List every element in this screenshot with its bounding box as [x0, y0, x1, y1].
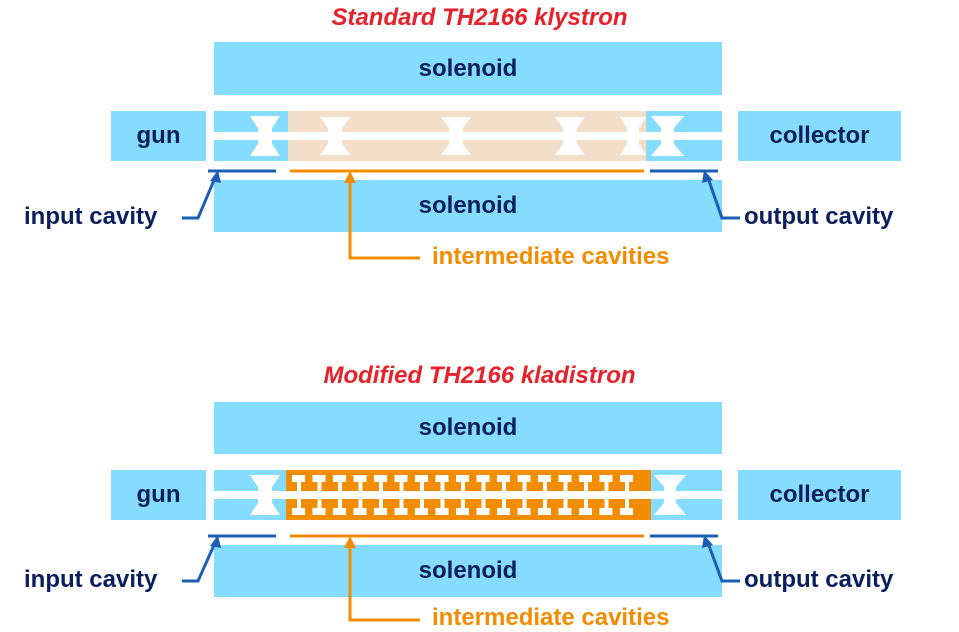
input-cavity-leader	[182, 177, 217, 220]
kladistron-cavity-lower	[435, 499, 449, 515]
kladistron-cavity-lower	[620, 499, 633, 515]
kladistron-cavity-upper	[374, 475, 387, 491]
kladistron-cavity-lower	[497, 499, 510, 515]
collector-box: collector	[738, 470, 901, 520]
solenoid-label: solenoid	[418, 192, 518, 219]
intermediate-cavity-array	[292, 475, 633, 515]
output-cavity-leader	[706, 177, 740, 220]
panel-title: Modified TH2166 kladistron	[323, 362, 636, 389]
intermediate-cavity-shape	[555, 117, 585, 155]
intermediate-cavities-arrowhead	[344, 171, 356, 183]
intermediate-cavities-label: intermediate cavities	[432, 604, 670, 631]
gun-label: gun	[136, 481, 181, 508]
kladistron-cavity-upper	[456, 475, 469, 491]
kladistron-cavity-upper	[497, 475, 510, 491]
kladistron-cavity-lower	[292, 499, 305, 515]
output-cavity-shape	[651, 116, 684, 156]
kladistron-cavity-lower	[456, 499, 469, 515]
kladistron-cavity-upper	[415, 475, 428, 491]
kladistron-cavity-lower	[476, 499, 490, 515]
gun-box: gun	[111, 470, 206, 520]
beam-tunnel	[214, 132, 722, 140]
gun-box: gun	[111, 111, 206, 161]
beam-tunnel	[214, 491, 722, 499]
kladistron-cavity-upper	[538, 475, 551, 491]
kladistron-cavity-lower	[333, 499, 346, 515]
kladistron-cavity-lower	[538, 499, 551, 515]
intermediate-cavity-shape	[620, 117, 646, 155]
kladistron-cavity-lower	[599, 499, 613, 515]
input-cavity-shape	[250, 475, 280, 515]
kladistron-cavity-upper	[312, 475, 326, 491]
solenoid-label: solenoid	[418, 557, 518, 584]
solenoid-label: solenoid	[418, 54, 518, 82]
output-cavity-shape	[654, 475, 686, 515]
input-cavity-label: input cavity	[24, 566, 158, 593]
intermediate-cavities-leader	[348, 180, 420, 260]
kladistron-cavity-lower	[394, 499, 408, 515]
output-cavity-arrowhead	[702, 170, 713, 183]
kladistron-cavity-upper	[435, 475, 449, 491]
klystron-tube	[214, 111, 722, 161]
kladistron-tube	[214, 470, 722, 520]
intermediate-cavity-shape	[320, 117, 350, 155]
input-cavity-label: input cavity	[24, 203, 158, 230]
input-cavity-shape	[250, 116, 280, 156]
panel-title: Standard TH2166 klystron	[331, 4, 628, 31]
intermediate-cavity-shape	[441, 117, 471, 155]
kladistron-cavity-upper	[292, 475, 305, 491]
kladistron-cavity-lower	[353, 499, 367, 515]
kladistron-cavity-upper	[599, 475, 613, 491]
collector-box: collector	[738, 111, 901, 161]
kladistron-cavity-upper	[353, 475, 367, 491]
kladistron-cavity-upper	[476, 475, 490, 491]
kladistron-cavity-lower	[312, 499, 326, 515]
collector-label: collector	[769, 481, 870, 508]
kladistron-cavity-upper	[394, 475, 408, 491]
solenoid-top: solenoid	[214, 42, 722, 95]
solenoid-label: solenoid	[418, 414, 518, 441]
collector-label: collector	[769, 122, 870, 149]
kladistron-cavity-upper	[620, 475, 633, 491]
intermediate-cavities-label: intermediate cavities	[432, 243, 670, 270]
input-cavity-arrowhead	[210, 170, 221, 183]
solenoid-top: solenoid	[214, 402, 722, 454]
kladistron-cavity-upper	[558, 475, 572, 491]
kladistron-cavity-lower	[415, 499, 428, 515]
kladistron-cavity-lower	[558, 499, 572, 515]
output-cavity-label: output cavity	[744, 566, 894, 593]
gun-label: gun	[136, 122, 181, 149]
kladistron-cavity-upper	[517, 475, 531, 491]
kladistron-cavity-lower	[374, 499, 387, 515]
kladistron-cavity-upper	[579, 475, 592, 491]
solenoid-bottom: solenoid	[214, 180, 722, 232]
kladistron-cavity-lower	[579, 499, 592, 515]
output-cavity-label: output cavity	[744, 203, 894, 230]
solenoid-bottom: solenoid	[214, 545, 722, 597]
kladistron-cavity-lower	[517, 499, 531, 515]
kladistron-cavity-upper	[333, 475, 346, 491]
